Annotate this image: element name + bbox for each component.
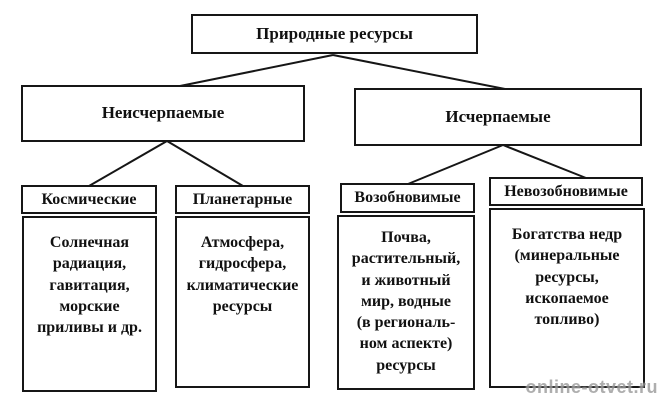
edge-exhaustible-to-renewable bbox=[407, 144, 504, 185]
node-inexhaustible: Неисчерпаемые bbox=[21, 85, 305, 142]
node-exhaustible: Исчерпаемые bbox=[354, 88, 642, 146]
edge-root-to-exhaustible bbox=[332, 54, 506, 90]
edge-exhaustible-to-nonrenewable bbox=[502, 144, 587, 179]
node-planetary-header: Планетарные bbox=[175, 185, 310, 214]
node-cosmic-items: Солнечная радиация, гавитация, морские п… bbox=[22, 216, 157, 392]
edge-inexhaustible-to-cosmic bbox=[88, 140, 168, 187]
edge-root-to-inexhaustible bbox=[179, 54, 334, 87]
node-planetary-items: Атмосфера, гидросфера, климатические рес… bbox=[175, 216, 310, 388]
edge-inexhaustible-to-planetary bbox=[166, 140, 244, 187]
node-renewable-header: Возобновимые bbox=[340, 183, 475, 213]
node-nonrenewable-items: Богатства недр (минеральные ресурсы, иск… bbox=[489, 208, 645, 388]
node-renewable-items: Почва, растительный, и животный мир, вод… bbox=[337, 215, 475, 390]
node-cosmic-header: Космические bbox=[21, 185, 157, 214]
node-natural-resources: Природные ресурсы bbox=[191, 14, 478, 54]
node-nonrenewable-header: Невозобновимые bbox=[489, 177, 643, 206]
watermark: online-otvet.ru bbox=[525, 377, 658, 397]
